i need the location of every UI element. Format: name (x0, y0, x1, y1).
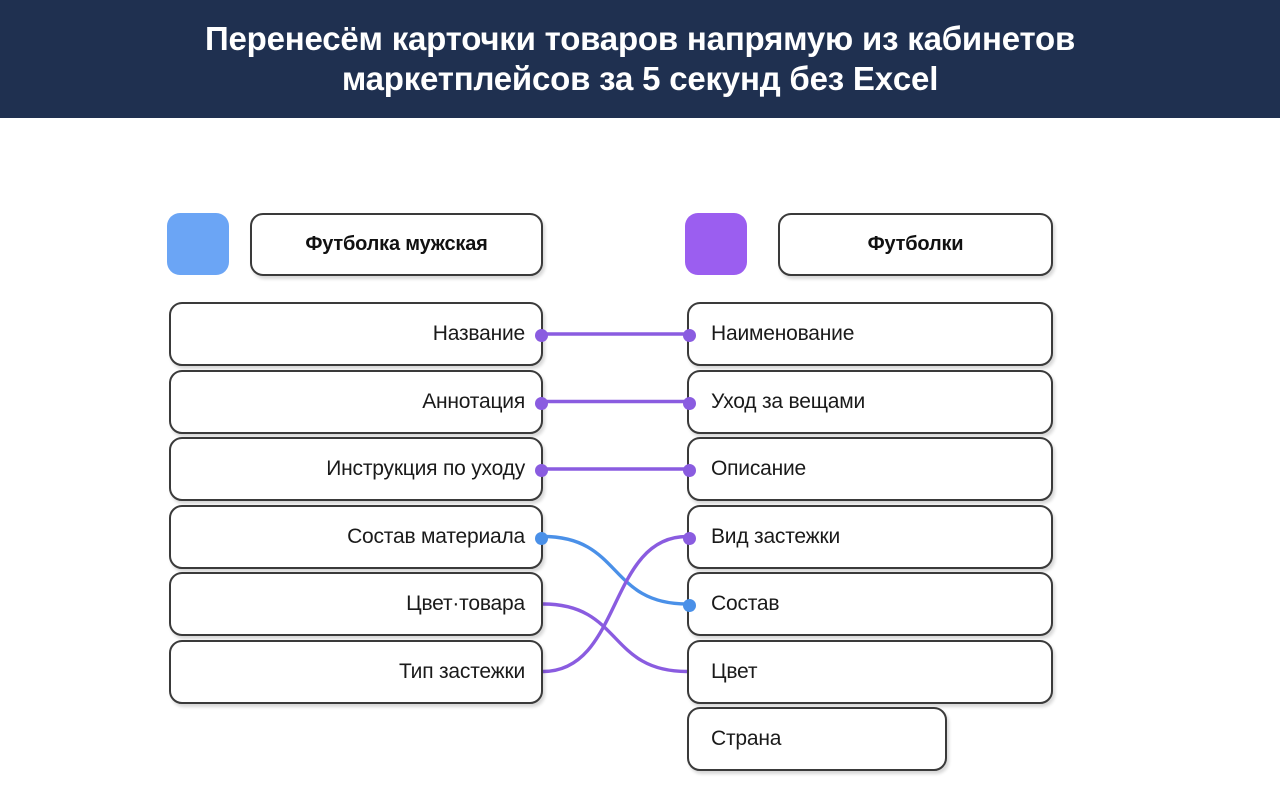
target-title-card[interactable]: Футболки (778, 213, 1053, 276)
connection-line (541, 534, 689, 606)
source-color-swatch (167, 213, 229, 275)
target-title-label: Футболки (867, 233, 964, 255)
source-field-card[interactable]: Цвет·товара (169, 572, 543, 636)
header-banner: Перенесём карточки товаров напрямую из к… (0, 0, 1280, 118)
source-field-card[interactable]: Название (169, 302, 548, 366)
source-field-label: Тип застежки (398, 659, 525, 683)
target-field-label: Описание (711, 457, 807, 480)
target-field-port-dot[interactable] (682, 329, 696, 342)
source-field-port-dot[interactable] (534, 464, 548, 477)
source-field-label: Состав материала (347, 524, 525, 548)
target-color-swatch (685, 213, 747, 275)
source-column-header: Футболка мужская (167, 213, 543, 276)
target-field-port-dot[interactable] (682, 396, 696, 410)
target-field-port-dot[interactable] (682, 464, 696, 477)
connection-line (541, 534, 689, 674)
target-field-card[interactable]: Уход за вещами (682, 369, 1053, 434)
source-field-label: Инструкция по уходу (326, 457, 525, 480)
target-field-card[interactable]: Цвет (687, 639, 1053, 704)
source-field-card[interactable]: Тип застежки (169, 639, 543, 704)
source-field-port-dot[interactable] (534, 329, 548, 342)
source-field-card[interactable]: Аннотация (169, 369, 548, 434)
source-field-label: Название (432, 322, 525, 345)
target-field-card[interactable]: Вид застежки (682, 504, 1053, 569)
source-title-label: Футболка мужская (305, 233, 488, 255)
target-field-port-dot[interactable] (682, 599, 696, 612)
target-field-label: Страна (711, 727, 782, 750)
target-column-header: Футболки (685, 213, 1053, 276)
connection-line (541, 602, 689, 674)
source-field-port-dot[interactable] (534, 531, 548, 545)
source-field-card[interactable]: Состав материала (169, 504, 548, 569)
source-field-port-dot[interactable] (534, 396, 548, 410)
target-field-label: Цвет (711, 659, 758, 683)
target-field-card[interactable]: Состав (682, 572, 1053, 636)
source-title-card[interactable]: Футболка мужская (250, 213, 543, 276)
target-field-label: Наименование (711, 322, 855, 345)
target-field-card[interactable]: Страна (687, 707, 947, 771)
target-field-label: Уход за вещами (711, 389, 866, 413)
source-field-label: Цвет·товара (406, 592, 525, 615)
source-field-label: Аннотация (422, 389, 525, 413)
target-field-label: Состав (711, 592, 780, 615)
target-field-label: Вид застежки (711, 524, 841, 548)
target-field-card[interactable]: Описание (682, 437, 1053, 501)
page-title: Перенесём карточки товаров напрямую из к… (204, 19, 1076, 97)
source-field-card[interactable]: Инструкция по уходу (169, 437, 548, 501)
target-field-port-dot[interactable] (682, 531, 696, 545)
target-field-card[interactable]: Наименование (682, 302, 1053, 366)
